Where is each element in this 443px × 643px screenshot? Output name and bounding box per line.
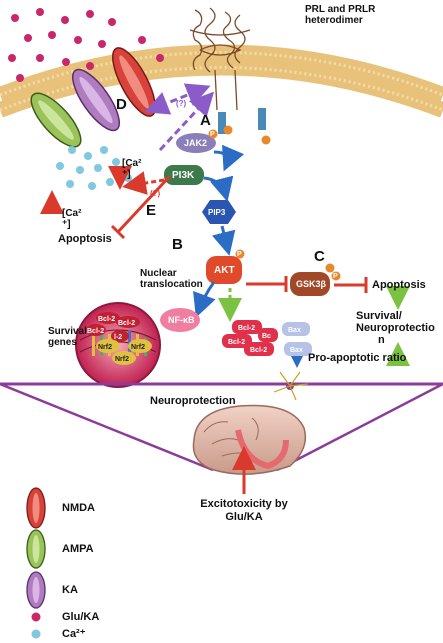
jak2-node — [176, 129, 218, 153]
phospho-p-gsk3: P — [333, 273, 338, 280]
survival-genes-line2: genes — [48, 337, 77, 348]
calcium-dot-icon — [31, 629, 41, 639]
pi3k-label: PI3K — [172, 170, 195, 181]
calcium-left-label: [Ca² ⁺] — [62, 208, 81, 230]
calcium-in-line2: ⁺] — [122, 169, 131, 180]
bax-label-1: Bax — [288, 327, 301, 334]
receptor-tail-right — [258, 108, 266, 130]
receptor-phospho-dots — [223, 125, 271, 145]
excito-line2: Glu/KA — [225, 511, 263, 523]
nucleus-nrf2-2: Nrf2 — [131, 344, 146, 351]
receptor-label-line: PRL and PRLR heterodimer — [305, 4, 435, 26]
legend-icons — [26, 487, 46, 639]
prl-prlr-heterodimer-structure — [189, 7, 251, 111]
pathway-arrows — [40, 144, 410, 368]
question-mark-2: (?) — [150, 189, 161, 198]
bcl2-label-3: Bcl-2 — [228, 339, 246, 346]
legend-ca-label: Ca²⁺ — [62, 628, 86, 640]
phospho-p-akt: P — [237, 251, 242, 258]
apoptosis-left-label: Apoptosis — [58, 233, 112, 245]
ka-channel — [72, 68, 120, 132]
nucleus-bcl2-3: Bcl-2 — [87, 328, 105, 335]
excito-line1: Excitotoxicity by — [200, 498, 288, 510]
gsk3-node — [290, 263, 341, 296]
bcl2-label-1: Bcl-2 — [238, 325, 256, 332]
nuclear-line2: translocation — [140, 279, 203, 290]
calcium-in-line1: [Ca² — [122, 158, 142, 169]
akt-label: AKT — [214, 265, 235, 276]
nuclear-translocation-label: Nuclear translocation — [140, 268, 203, 290]
legend-glu-ka-label: Glu/KA — [62, 611, 100, 623]
bcl2-bax-cluster — [222, 320, 312, 356]
excitotoxicity-label: Excitotoxicity by Glu/KA — [196, 498, 292, 524]
nucleus-nrf2-3: Nrf2 — [115, 356, 130, 363]
receptor-label: PRL and PRLR heterodimer — [305, 4, 376, 26]
panel-label-e: E — [146, 202, 157, 219]
survival-neuroprotection-label: Survival/ Neuroprotectio n — [356, 310, 435, 346]
nfkb-label: NF-κB — [168, 315, 195, 325]
calcium-intracellular-label: [Ca² ⁺] — [122, 158, 141, 180]
neuron-star — [273, 371, 309, 401]
neuroprotection-panel — [0, 382, 443, 472]
receptor-tail-left — [218, 112, 226, 134]
nucleus-bcl2-2: Bcl-2 — [118, 320, 136, 327]
pip3-node — [202, 200, 236, 224]
nmda-receptor-icon — [26, 487, 46, 529]
nuclear-line1: Nuclear — [140, 268, 177, 279]
neuroprotection-label: Neuroprotection — [150, 395, 236, 407]
legend-nmda-label: NMDA — [62, 502, 95, 514]
akt-node — [206, 249, 245, 284]
nucleus-bcl-l2: l-2 — [114, 334, 123, 341]
gsk3-label: GSK3β — [296, 279, 327, 289]
survival-genes-label: Survival genes — [48, 326, 87, 348]
calcium-out-line2: ⁺] — [62, 219, 71, 230]
nucleus-nrf2-1: Nrf2 — [98, 344, 113, 351]
pip3-label: PIP3 — [208, 208, 226, 217]
ka-receptor-icon — [26, 571, 46, 609]
surv-neuro-line1: Survival/ — [356, 310, 402, 322]
nucleus — [75, 302, 161, 388]
glu-ka-dot-icon — [31, 612, 41, 622]
panel-label-d: D — [116, 96, 127, 113]
surv-neuro-line3: n — [378, 334, 385, 346]
pi3k-node — [164, 165, 204, 185]
panel-label-b: B — [172, 236, 183, 253]
question-mark-1: (?) — [176, 99, 187, 108]
apoptosis-right-label: Apoptosis — [372, 279, 426, 291]
cell-membrane — [0, 44, 443, 118]
ampa-receptor-icon — [26, 529, 46, 569]
panel-label-a: A — [200, 112, 211, 129]
proapoptotic-ratio-label: Pro-apoptotic ratio — [308, 352, 407, 364]
ampa-channel — [30, 92, 82, 148]
jak2-label: JAK2 — [184, 138, 208, 148]
survival-genes-line1: Survival — [48, 326, 87, 337]
phospho-p-jak2: P — [210, 131, 215, 138]
panel-label-c: C — [314, 248, 325, 265]
nfkb-node — [160, 308, 200, 332]
purple-crosstalk-arrows — [144, 83, 215, 152]
nucleus-bcl2-1: Bcl-2 — [98, 316, 116, 323]
calcium-out-line1: [Ca² — [62, 208, 82, 219]
bcl2-label-4: Bcl-2 — [250, 347, 268, 354]
bcl2-label-2: Bc — [262, 333, 271, 340]
legend-ampa-label: AMPA — [62, 543, 94, 555]
surv-neuro-line2: Neuroprotectio — [356, 322, 435, 334]
legend-ka-label: KA — [62, 584, 78, 596]
rodent-brain — [192, 404, 307, 475]
bax-label-2: Bax — [290, 347, 303, 354]
